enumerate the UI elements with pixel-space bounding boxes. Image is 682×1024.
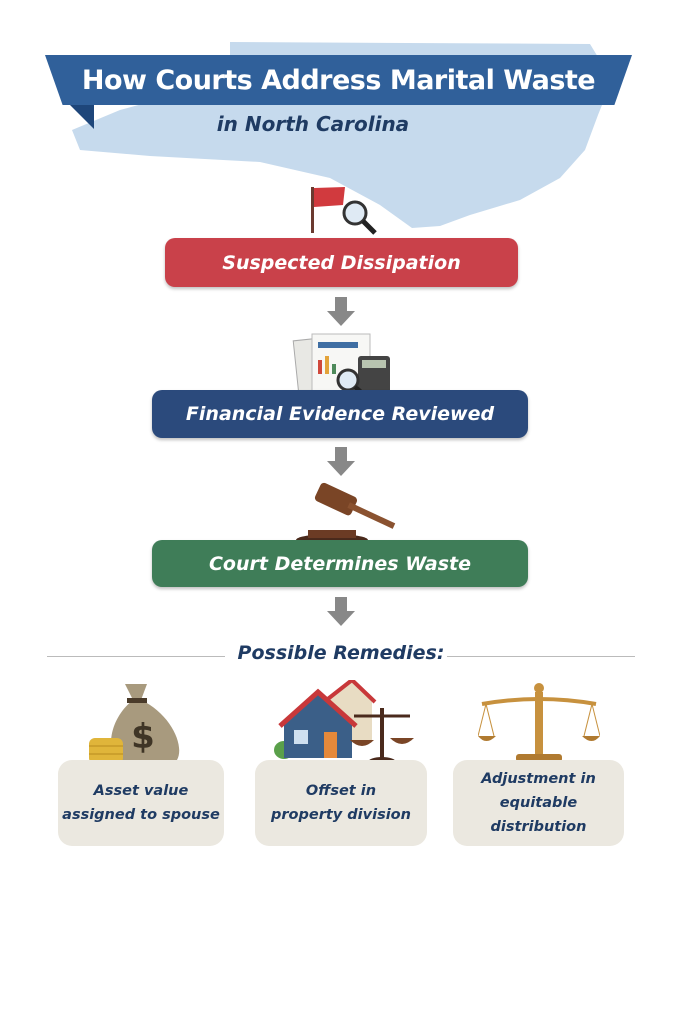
subtitle: in North Carolina — [216, 112, 410, 136]
gavel-icon — [296, 482, 396, 546]
step-suspected-dissipation: Suspected Dissipation — [165, 238, 518, 287]
arrow-down-icon — [327, 297, 355, 326]
remedy-line: Asset value — [93, 783, 189, 799]
divider-left — [47, 656, 225, 657]
money-bag-icon: $ — [89, 684, 180, 764]
remedy-line: Offset in — [305, 783, 377, 799]
remedy-card-asset-value: Asset value assigned to spouse — [58, 760, 224, 846]
remedy-line: Adjustment in — [481, 771, 596, 787]
house-scale-icon — [274, 680, 414, 767]
arrow-down-icon — [327, 597, 355, 626]
remedy-card-offset: Offset in property division — [255, 760, 427, 846]
arrow-down-icon — [327, 447, 355, 476]
red-flag-magnifier-icon — [311, 187, 377, 235]
page-title: How Courts Address Marital Waste — [81, 64, 596, 96]
banner-fold — [70, 105, 94, 129]
step-label: Court Determines Waste — [208, 552, 471, 575]
remedy-line: equitable distribution — [490, 795, 587, 835]
remedy-card-adjustment: Adjustment in equitable distribution — [453, 760, 624, 846]
scales-icon — [478, 683, 600, 762]
remedies-heading: Possible Remedies: — [237, 642, 445, 664]
title-banner: How Courts Address Marital Waste — [45, 55, 632, 105]
documents-calculator-icon — [292, 333, 390, 400]
remedy-line: assigned to spouse — [62, 807, 220, 823]
step-label: Suspected Dissipation — [222, 251, 461, 274]
svg-text:$: $ — [131, 717, 155, 757]
remedy-line: property division — [271, 807, 411, 823]
step-court-determines-waste: Court Determines Waste — [152, 540, 528, 587]
step-financial-evidence-reviewed: Financial Evidence Reviewed — [152, 390, 528, 438]
step-label: Financial Evidence Reviewed — [185, 403, 495, 425]
divider-right — [447, 656, 635, 657]
